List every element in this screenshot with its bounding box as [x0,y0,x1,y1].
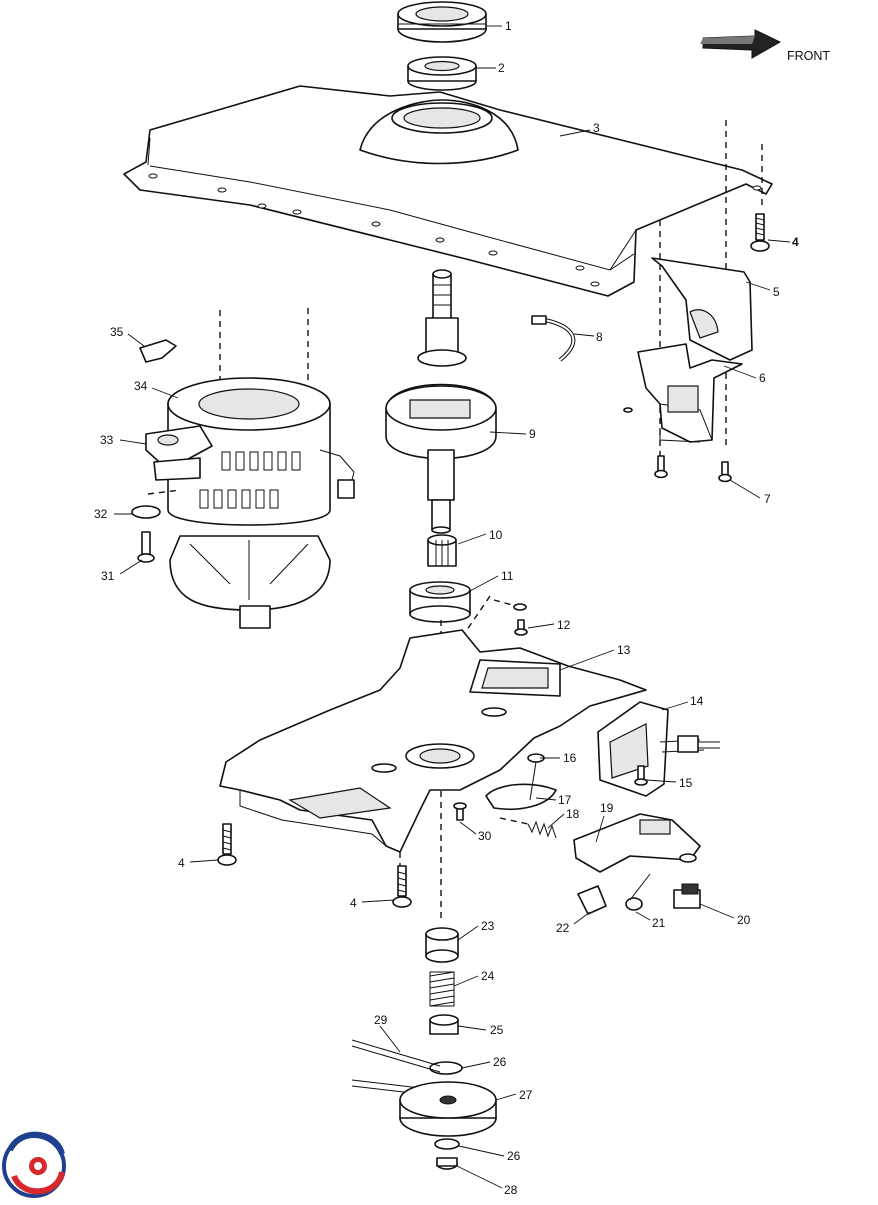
part-32-washer [131,505,161,519]
label-part-14: 14 [690,694,704,708]
label-part-31: 31 [101,569,115,583]
part-5-bracket [651,257,753,361]
part-31-bolt [137,531,155,563]
label-part-30: 30 [478,829,492,843]
part-6-lid-switch [623,343,743,443]
part-8-wire [531,315,576,362]
label-part-8: 8 [596,330,603,344]
label-part-33: 33 [100,433,114,447]
label-part-18: 18 [566,807,580,821]
label-part-16: 16 [563,751,577,765]
label-part-13: 13 [617,643,631,657]
label-part-12: 12 [557,618,571,632]
part-18-spring [499,817,557,839]
part-12-screw [493,599,528,636]
part-10-gear [427,534,457,567]
part-30-screw [453,802,467,821]
label-part-7: 7 [764,492,771,506]
part-4-screw-left [217,823,237,866]
label-part-20: 20 [737,913,751,927]
part-22-clip [577,885,607,915]
label-part-11: 11 [501,569,514,583]
label-part-29: 29 [374,1013,388,1027]
brand-logo [2,1131,66,1198]
label-part-21: 21 [652,916,666,930]
part-26-washer-bottom [434,1138,460,1150]
part-1-seal [397,1,487,43]
label-part-4c: 4 [350,896,357,910]
part-24-spring [429,971,455,1007]
part-11-bearing [409,581,471,623]
label-part-25: 25 [490,1023,504,1037]
part-20-connector [673,883,701,909]
label-part-32: 32 [94,507,108,521]
label-part-19: 19 [600,801,614,815]
part-23-clutch [425,927,459,963]
part-25-collar [429,1014,459,1035]
label-part-3: 3 [593,121,600,135]
label-part-4a: 4 [792,235,799,249]
label-part-28: 28 [504,1183,518,1197]
part-labels: 1 2 3 4 5 6 7 8 9 10 11 12 13 14 15 16 1… [94,19,799,1197]
label-part-27: 27 [519,1088,533,1102]
label-part-24: 24 [481,969,495,983]
part-2-bearing [407,56,477,91]
part-9-transmission [385,269,497,534]
label-part-1: 1 [505,19,512,33]
label-part-15: 15 [679,776,693,790]
part-33-bracket [145,425,213,481]
part-19-actuator [573,813,701,873]
leader-lines [114,25,791,1189]
part-28-nut [436,1157,458,1170]
label-part-17: 17 [558,793,572,807]
part-3-mounting-plate [123,85,773,297]
part-35-clip [139,339,177,363]
part-13-base-frame [219,629,647,853]
label-part-26a: 26 [493,1055,507,1069]
front-direction-label: FRONT [787,49,831,63]
part-16-17-lever [485,753,557,810]
label-part-34: 34 [134,379,148,393]
part-15-screw [634,765,648,786]
part-34-motor [167,377,355,629]
label-part-2: 2 [498,61,505,75]
part-27-pulley [399,1081,497,1137]
label-part-5: 5 [773,285,780,299]
label-part-4b: 4 [178,856,185,870]
label-part-10: 10 [489,528,503,542]
part-4-screw-top [750,213,770,252]
part-26-washer-top [429,1061,463,1075]
label-part-22: 22 [556,921,570,935]
part-4-screw-center [392,865,412,908]
part-7-screws [654,455,732,483]
front-arrow-icon [700,29,782,59]
label-part-9: 9 [529,427,536,441]
label-part-35: 35 [110,325,124,339]
label-part-26b: 26 [507,1149,521,1163]
part-21-spring [625,873,651,911]
part-14-bracket [597,701,720,797]
label-part-23: 23 [481,919,495,933]
label-part-6: 6 [759,371,766,385]
